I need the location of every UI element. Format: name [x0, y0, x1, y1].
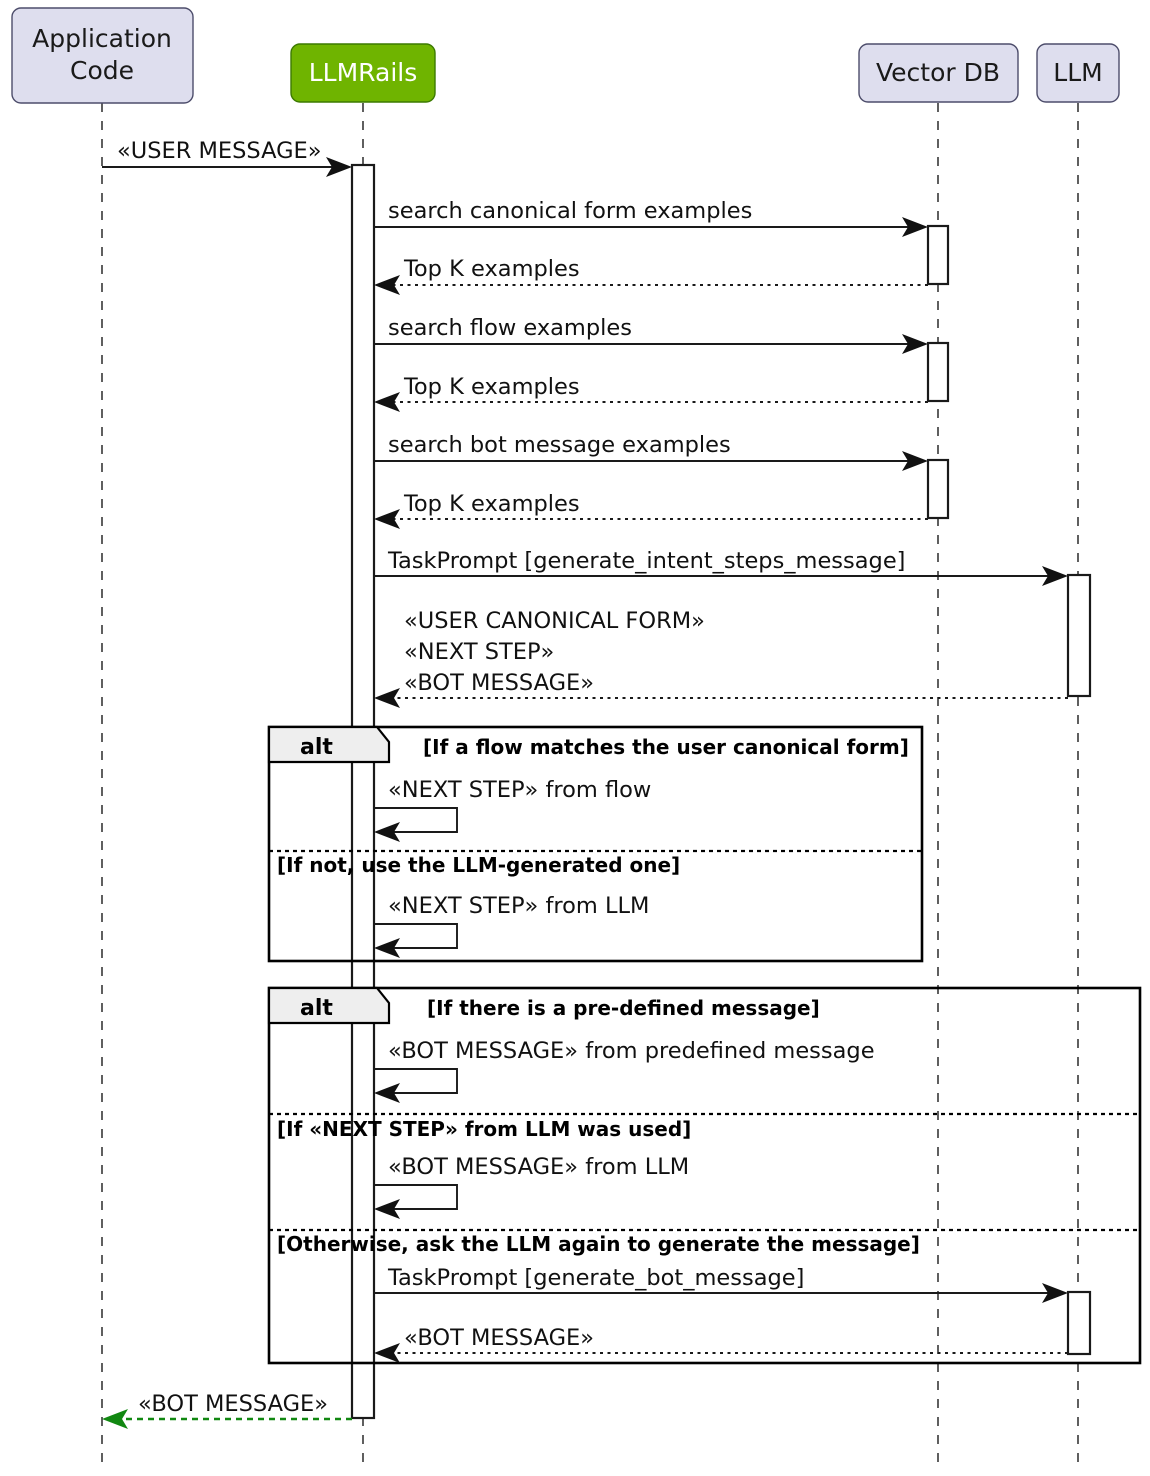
participant-application-code[interactable]: Application Code	[11, 7, 194, 104]
activation-vector-db-1	[926, 224, 950, 286]
message-search-bot-message-examples: search bot message examples	[374, 432, 928, 471]
arrowhead-m8	[1042, 566, 1068, 586]
arrowhead-m4	[902, 334, 928, 354]
arrowhead-m5	[374, 392, 400, 412]
activation-llm-1	[1066, 573, 1092, 698]
activation-bars	[350, 163, 1092, 1420]
message-label-m10: «NEXT STEP» from flow	[388, 777, 651, 803]
message-bot-message-return-from-llm: «BOT MESSAGE»	[374, 1325, 1068, 1363]
participant-box-llm[interactable]	[1036, 43, 1120, 103]
activation-llm-2	[1066, 1290, 1092, 1356]
message-label-m9-line2: «NEXT STEP»	[404, 639, 554, 665]
fragment-alt-1-operator-label: alt	[300, 735, 333, 760]
message-top-k-examples-1: Top K examples	[374, 256, 928, 295]
participant-llmrails[interactable]: LLMRails	[290, 43, 436, 103]
fragment-alt-1-operator-tab	[267, 725, 391, 764]
message-llm-intent-response: «USER CANONICAL FORM» «NEXT STEP» «BOT M…	[374, 608, 1068, 708]
fragment-alt-1-guard-0: [If a flow matches the user canonical fo…	[423, 735, 909, 759]
participant-llm[interactable]: LLM	[1036, 43, 1120, 103]
arrowhead-m10	[374, 822, 400, 842]
fragment-alt-2-operator-label: alt	[300, 996, 333, 1021]
message-taskprompt-generate-bot-message: TaskPrompt [generate_bot_message]	[374, 1265, 1068, 1303]
arrowhead-m2	[902, 217, 928, 237]
message-top-k-examples-2: Top K examples	[374, 374, 928, 412]
message-search-canonical-form-examples: search canonical form examples	[374, 198, 928, 237]
message-label-m13: «BOT MESSAGE» from LLM	[388, 1154, 689, 1180]
arrowhead-m9	[374, 688, 400, 708]
activation-llmrails-main	[350, 163, 376, 1420]
message-next-step-from-flow: «NEXT STEP» from flow	[374, 777, 651, 842]
message-line-m13	[374, 1184, 458, 1210]
arrowhead-m7	[374, 509, 400, 529]
participant-label-application-code-line2: Code	[70, 56, 134, 85]
message-bot-message-outbound: «BOT MESSAGE»	[102, 1391, 352, 1429]
fragment-alt-2: alt [If there is a pre-defined message] …	[267, 986, 1142, 1365]
participant-label-llm: LLM	[1053, 58, 1102, 87]
participant-box-llmrails[interactable]	[290, 43, 436, 103]
message-label-m3: Top K examples	[403, 256, 580, 282]
message-label-m2: search canonical form examples	[388, 198, 752, 224]
message-line-m11	[374, 923, 458, 949]
fragment-alt-2-guard-1: [If «NEXT STEP» from LLM was used]	[277, 1117, 691, 1141]
arrowhead-m1	[326, 157, 352, 177]
message-bot-message-from-llm: «BOT MESSAGE» from LLM	[374, 1154, 689, 1219]
message-line-m12	[374, 1068, 458, 1094]
arrowhead-m6	[902, 451, 928, 471]
fragment-alt-2-operator-tab	[267, 986, 391, 1025]
message-bot-message-from-predefined: «BOT MESSAGE» from predefined message	[374, 1038, 875, 1103]
message-label-m7: Top K examples	[403, 491, 580, 517]
arrowhead-m16	[102, 1409, 128, 1429]
fragment-alt-1-border	[267, 725, 924, 963]
arrowhead-m12	[374, 1083, 400, 1103]
arrowhead-m13	[374, 1199, 400, 1219]
participant-label-vector-db: Vector DB	[876, 58, 1000, 87]
message-label-m12: «BOT MESSAGE» from predefined message	[388, 1038, 875, 1064]
message-label-m16: «BOT MESSAGE»	[138, 1391, 328, 1417]
message-label-m14: TaskPrompt [generate_bot_message]	[387, 1265, 804, 1291]
message-label-m15: «BOT MESSAGE»	[404, 1325, 594, 1351]
fragment-alt-2-border	[267, 986, 1142, 1365]
message-label-m4: search flow examples	[388, 315, 632, 341]
message-search-flow-examples: search flow examples	[374, 315, 928, 354]
arrowhead-m11	[374, 938, 400, 958]
fragment-alt-2-guard-2: [Otherwise, ask the LLM again to generat…	[277, 1232, 920, 1256]
message-label-m6: search bot message examples	[388, 432, 731, 458]
message-taskprompt-generate-intent-steps-message: TaskPrompt [generate_intent_steps_messag…	[374, 548, 1068, 586]
arrowhead-m15	[374, 1343, 400, 1363]
participant-box-application-code[interactable]	[11, 7, 194, 104]
message-label-m5: Top K examples	[403, 374, 580, 400]
arrowhead-m14	[1042, 1283, 1068, 1303]
activation-vector-db-3	[926, 458, 950, 520]
participant-label-llmrails: LLMRails	[309, 58, 417, 87]
message-top-k-examples-3: Top K examples	[374, 491, 928, 529]
arrowhead-m3	[374, 275, 400, 295]
message-line-m10	[374, 807, 458, 833]
fragment-alt-2-guard-0: [If there is a pre-defined message]	[427, 996, 820, 1020]
participant-label-application-code-line1: Application	[32, 24, 172, 53]
message-label-m1: «USER MESSAGE»	[117, 138, 322, 164]
message-label-m8: TaskPrompt [generate_intent_steps_messag…	[387, 548, 905, 574]
participant-vector-db[interactable]: Vector DB	[858, 43, 1019, 103]
message-label-m9-line3: «BOT MESSAGE»	[404, 670, 594, 696]
fragment-alt-1: alt [If a flow matches the user canonica…	[267, 725, 924, 963]
participant-box-vector-db[interactable]	[858, 43, 1019, 103]
message-label-m11: «NEXT STEP» from LLM	[388, 893, 649, 919]
fragment-alt-1-guard-1: [If not, use the LLM-generated one]	[277, 853, 680, 877]
message-next-step-from-llm: «NEXT STEP» from LLM	[374, 893, 649, 958]
message-user-message-inbound: «USER MESSAGE»	[102, 138, 352, 177]
message-label-m9-line1: «USER CANONICAL FORM»	[404, 608, 705, 634]
activation-vector-db-2	[926, 341, 950, 403]
